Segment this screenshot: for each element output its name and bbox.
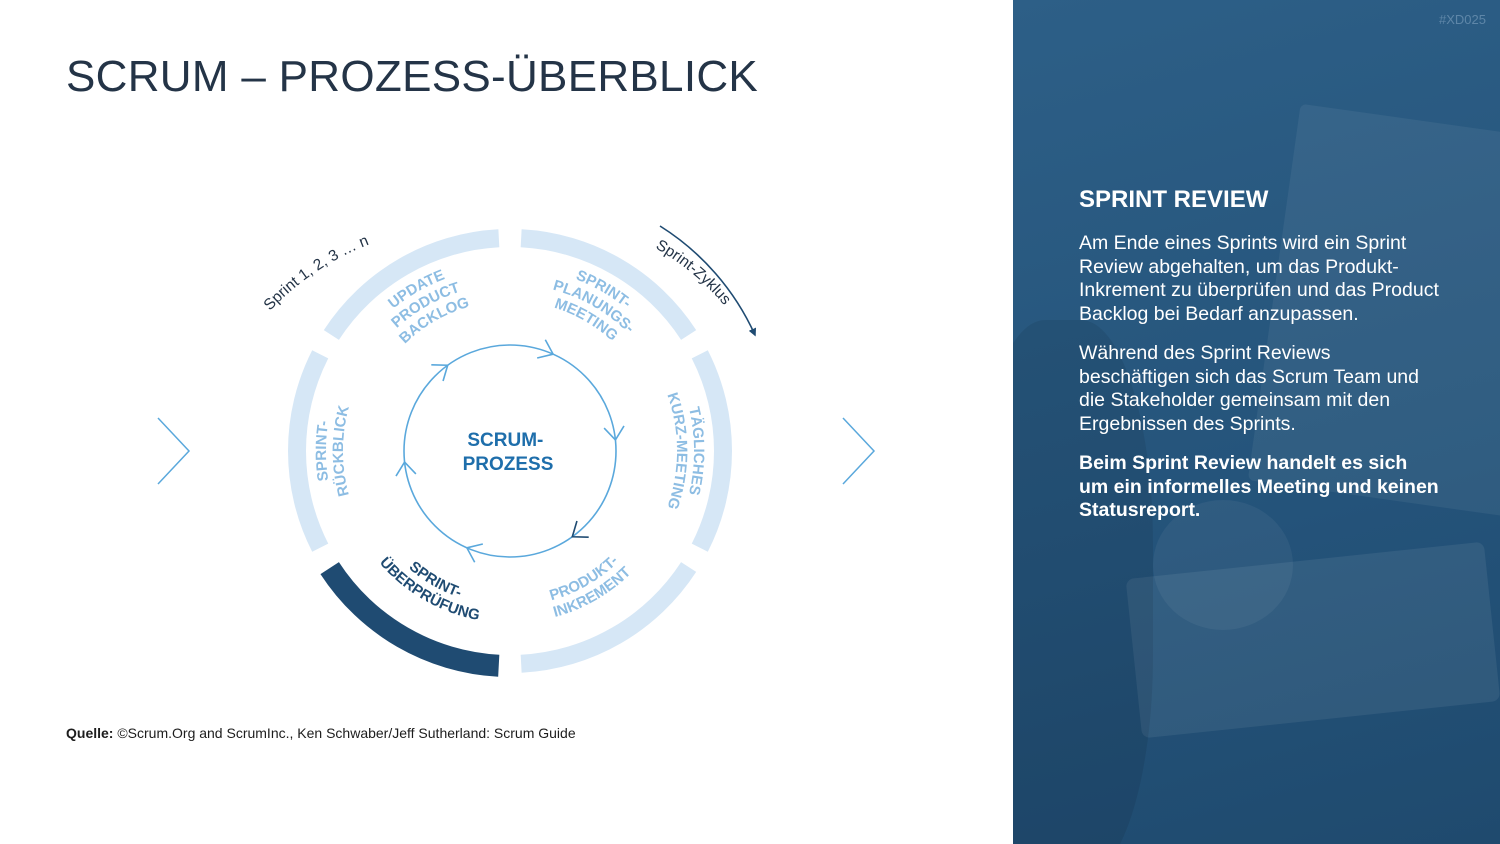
segment-label: ÜBERPRÜFUNG [376,554,481,624]
prev-chevron-icon[interactable] [158,418,189,484]
slide-tag: #XD025 [1439,12,1486,27]
source-label: Quelle: [66,725,113,741]
panel-paragraph-3: Beim Sprint Review handelt es sich um ei… [1079,452,1439,523]
segment-label: RÜCKBLICK [330,404,353,499]
segment-label: SPRINT- [313,420,332,483]
sprint-review-panel: #XD025 SPRINT REVIEW Am Ende eines Sprin… [1013,0,1500,844]
inner-cycle-arrows [396,340,624,563]
scrum-process-diagram: SPRINT-PLANUNGS-MEETINGTÄGLICHESKURZ-MEE… [0,0,1013,720]
source-text: ©Scrum.Org and ScrumInc., Ken Schwaber/J… [113,725,575,741]
source-citation: Quelle: ©Scrum.Org and ScrumInc., Ken Sc… [66,725,576,741]
ring-segments [288,229,732,676]
center-label: SCRUM- PROZESS [463,430,554,475]
panel-paragraph-2: Während des Sprint Reviews beschäftigen … [1079,342,1439,436]
panel-paragraph-1: Am Ende eines Sprints wird ein Sprint Re… [1079,232,1439,326]
next-chevron-icon[interactable] [843,418,874,484]
panel-heading: SPRINT REVIEW [1079,186,1268,214]
inner-cycle-circle [404,345,616,557]
